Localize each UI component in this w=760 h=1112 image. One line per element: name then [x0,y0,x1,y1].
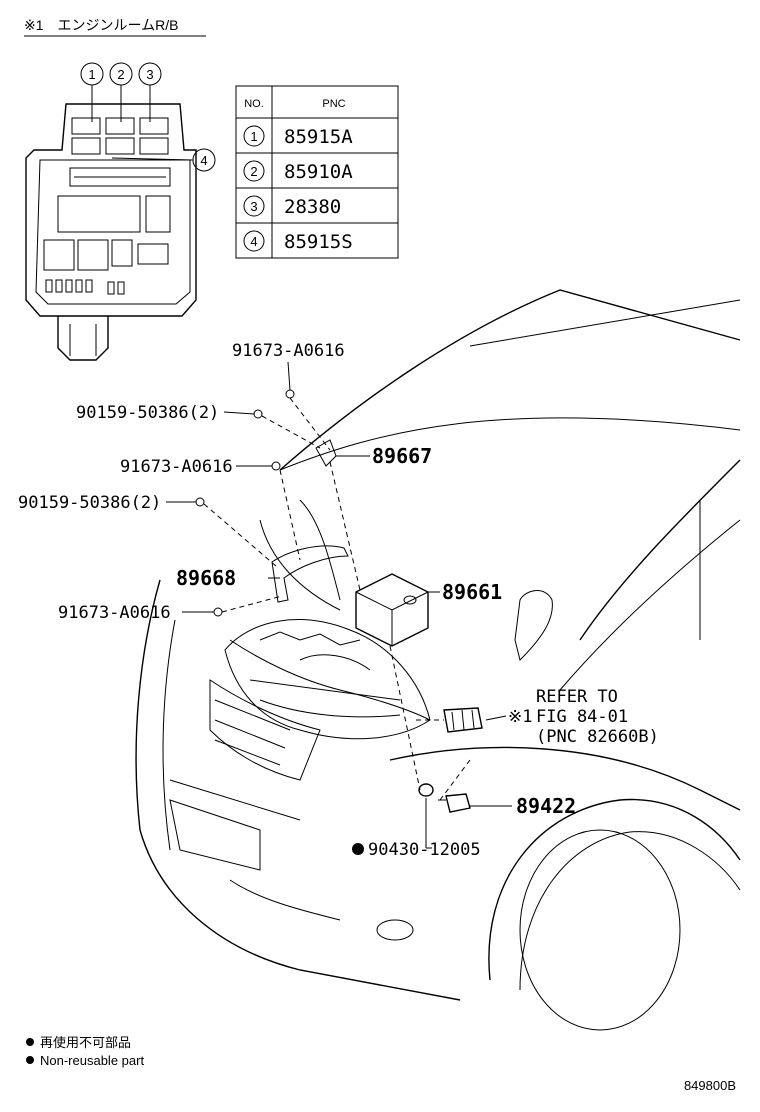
table-row: 4 85915S [243,230,353,253]
svg-text:1: 1 [250,129,257,144]
table-row: 2 85910A [243,160,353,183]
label-refer-line1: REFER TO [536,687,618,707]
sensor-89422-shape [445,793,471,813]
label-screw-b: 90159-50386(2) [18,493,161,513]
table-row: 1 85915A [243,125,353,148]
legend-dot-icon [26,1056,34,1064]
label-refer-line3: (PNC 82660B) [536,727,659,747]
connector-shape [443,707,483,733]
legend: 再使用不可部品 Non-reusable part [26,1035,144,1068]
label-ecu: 89661 [442,580,502,604]
label-refer-mark: ※1 [508,707,532,727]
label-gasket: 90430-12005 [368,840,481,860]
gasket-shape [418,783,434,797]
table-cell-pnc: 85910A [284,161,353,183]
table-cell-pnc: 85915A [284,126,353,148]
relay-block-drawing: 1 2 3 4 [25,62,216,361]
legend-dot-icon [26,1038,34,1046]
label-bolt-c: 91673-A0616 [58,603,171,623]
callout-4-label: 4 [200,153,207,168]
label-sensor: 89422 [516,794,576,818]
non-reusable-dot-icon [352,843,364,855]
bolt-icon [285,389,295,399]
table-cell-pnc: 28380 [284,196,341,218]
svg-text:2: 2 [250,164,257,179]
callout-3-label: 3 [146,67,153,82]
label-bolt-a: 91673-A0616 [232,341,345,361]
figure-code: 849800B [684,1078,736,1093]
label-bolt-b: 91673-A0616 [120,457,233,477]
bolt-icon [213,607,223,617]
legend-en: Non-reusable part [40,1053,144,1068]
components [195,389,483,813]
callout-2-label: 2 [117,67,124,82]
label-bracket-top: 89667 [372,444,432,468]
screw-icon [253,409,263,419]
table-cell-pnc: 85915S [284,231,353,253]
table-row: 3 28380 [243,195,341,218]
callout-1-label: 1 [88,67,95,82]
part-labels: 91673-A0616 90159-50386(2) 89667 91673-A… [18,341,659,860]
svg-text:4: 4 [250,234,257,249]
header: ※1 エンジンルームR/B [24,17,206,37]
label-screw-a: 90159-50386(2) [76,403,219,423]
label-refer-line2: FIG 84-01 [536,707,628,727]
legend-jp: 再使用不可部品 [40,1035,131,1050]
screw-icon [195,497,205,507]
leader-lines [166,361,512,849]
table-header-pnc: PNC [322,98,345,110]
table-header-no: NO. [244,98,264,110]
pnc-table: NO. PNC 1 85915A 2 85910A 3 28380 4 8591… [235,85,399,259]
ecu-89661-shape [355,573,429,647]
label-bracket-mid: 89668 [176,566,236,590]
bolt-icon [271,461,281,471]
svg-text:3: 3 [250,199,257,214]
header-title: ※1 エンジンルームR/B [24,17,178,33]
car-drawing [135,289,741,1031]
bracket-89668-shape [271,545,349,603]
